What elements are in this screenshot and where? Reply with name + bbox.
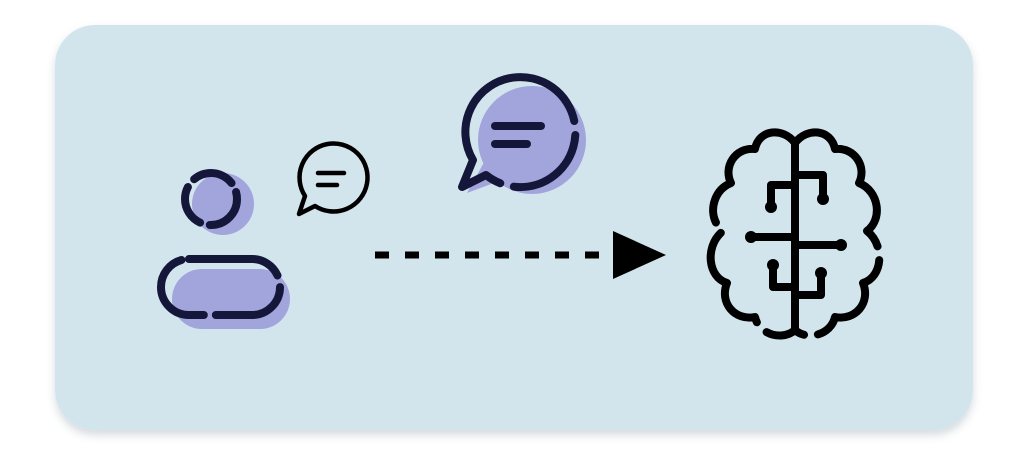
user-body-outline <box>157 255 284 319</box>
user-head-outline <box>181 169 241 229</box>
large-chat-bubble-icon <box>458 73 586 194</box>
small-chat-bubble-icon <box>296 141 370 217</box>
brain-circuit-icon <box>706 128 884 340</box>
user-icon <box>157 169 290 329</box>
circuit-node <box>745 231 757 243</box>
circuit-node <box>835 239 847 251</box>
diagram-canvas <box>55 25 973 430</box>
user-body-fill <box>172 269 290 329</box>
arrowhead-icon <box>613 231 666 279</box>
brain-circuit-nodes <box>745 193 847 279</box>
brain-trace-right-1 <box>791 171 827 199</box>
brain-trace-right-3 <box>791 273 825 299</box>
brain-trace-left-1 <box>767 181 799 207</box>
flow-arrow <box>375 231 666 279</box>
brain-trace-left-3 <box>769 265 799 291</box>
card-background <box>55 25 973 430</box>
circuit-node <box>767 259 779 271</box>
user-head-fill <box>192 173 254 235</box>
small-bubble-outline <box>296 141 370 217</box>
circuit-node <box>765 201 777 213</box>
circuit-node <box>815 267 827 279</box>
diagram-card <box>55 25 973 430</box>
brain-left-outline <box>706 128 799 340</box>
circuit-node <box>817 193 829 205</box>
brain-right-outline <box>791 128 884 340</box>
large-bubble-outline <box>458 73 580 192</box>
